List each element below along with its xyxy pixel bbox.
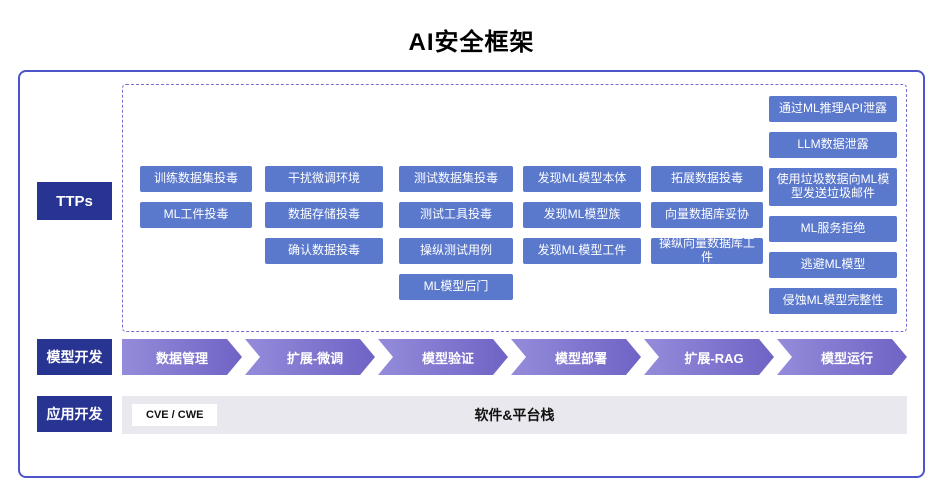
pipeline-stage-finetune: 扩展-微调 [245,339,375,375]
ttp-item: 测试数据集投毒 [399,166,513,192]
ttp-item: 向量数据库妥协 [651,202,763,228]
ttp-item: ML模型后门 [399,274,513,300]
model-dev-pipeline: 数据管理 扩展-微调 模型验证 模型部署 扩展-RAG 模型运行 [122,339,907,375]
ttp-item: LLM数据泄露 [769,132,897,158]
ttp-item: 操纵测试用例 [399,238,513,264]
ttps-label: TTPs [37,182,112,220]
ttp-column-3: 测试数据集投毒 测试工具投毒 操纵测试用例 ML模型后门 [399,166,513,300]
page-title: AI安全框架 [408,29,535,56]
ttp-column-6: 通过ML推理API泄露 LLM数据泄露 使用垃圾数据向ML模型发送垃圾邮件 ML… [769,96,897,314]
pipeline-stage-validation: 模型验证 [378,339,508,375]
ttp-item: 发现ML模型工件 [523,238,641,264]
ttp-item: 拓展数据投毒 [651,166,763,192]
ttp-item: 训练数据集投毒 [140,166,252,192]
software-platform-stack-label: 软件&平台栈 [474,407,555,423]
ttp-item: 使用垃圾数据向ML模型发送垃圾邮件 [769,168,897,206]
ttp-item: 数据存储投毒 [265,202,383,228]
ttp-item: 逃避ML模型 [769,252,897,278]
pipeline-stage-deploy: 模型部署 [511,339,641,375]
pipeline-stage-runtime: 模型运行 [777,339,907,375]
ttp-item: 确认数据投毒 [265,238,383,264]
ttp-item: 侵蚀ML模型完整性 [769,288,897,314]
ttp-item: ML工件投毒 [140,202,252,228]
app-dev-label: 应用开发 [37,396,112,432]
ttp-item: 干扰微调环境 [265,166,383,192]
ttp-column-4: 发现ML模型本体 发现ML模型族 发现ML模型工件 [523,166,641,264]
app-dev-bar: 软件&平台栈 CVE / CWE [122,396,907,434]
ttp-column-1: 训练数据集投毒 ML工件投毒 [140,166,252,228]
ttp-item: ML服务拒绝 [769,216,897,242]
cve-cwe-badge: CVE / CWE [132,404,218,426]
pipeline-stage-rag: 扩展-RAG [644,339,774,375]
ttp-item: 发现ML模型族 [523,202,641,228]
ttps-dashed-region: 训练数据集投毒 ML工件投毒 干扰微调环境 数据存储投毒 确认数据投毒 测试数据… [122,84,907,332]
model-dev-label: 模型开发 [37,339,112,375]
ttp-item: 操纵向量数据库工件 [651,236,763,264]
pipeline-stage-data-management: 数据管理 [122,339,242,375]
ttp-column-5: 拓展数据投毒 向量数据库妥协 操纵向量数据库工件 [651,166,763,264]
ttp-item: 测试工具投毒 [399,202,513,228]
ttp-item: 通过ML推理API泄露 [769,96,897,122]
framework-container: 训练数据集投毒 ML工件投毒 干扰微调环境 数据存储投毒 确认数据投毒 测试数据… [18,70,925,478]
ttp-column-2: 干扰微调环境 数据存储投毒 确认数据投毒 [265,166,383,264]
ttp-item: 发现ML模型本体 [523,166,641,192]
